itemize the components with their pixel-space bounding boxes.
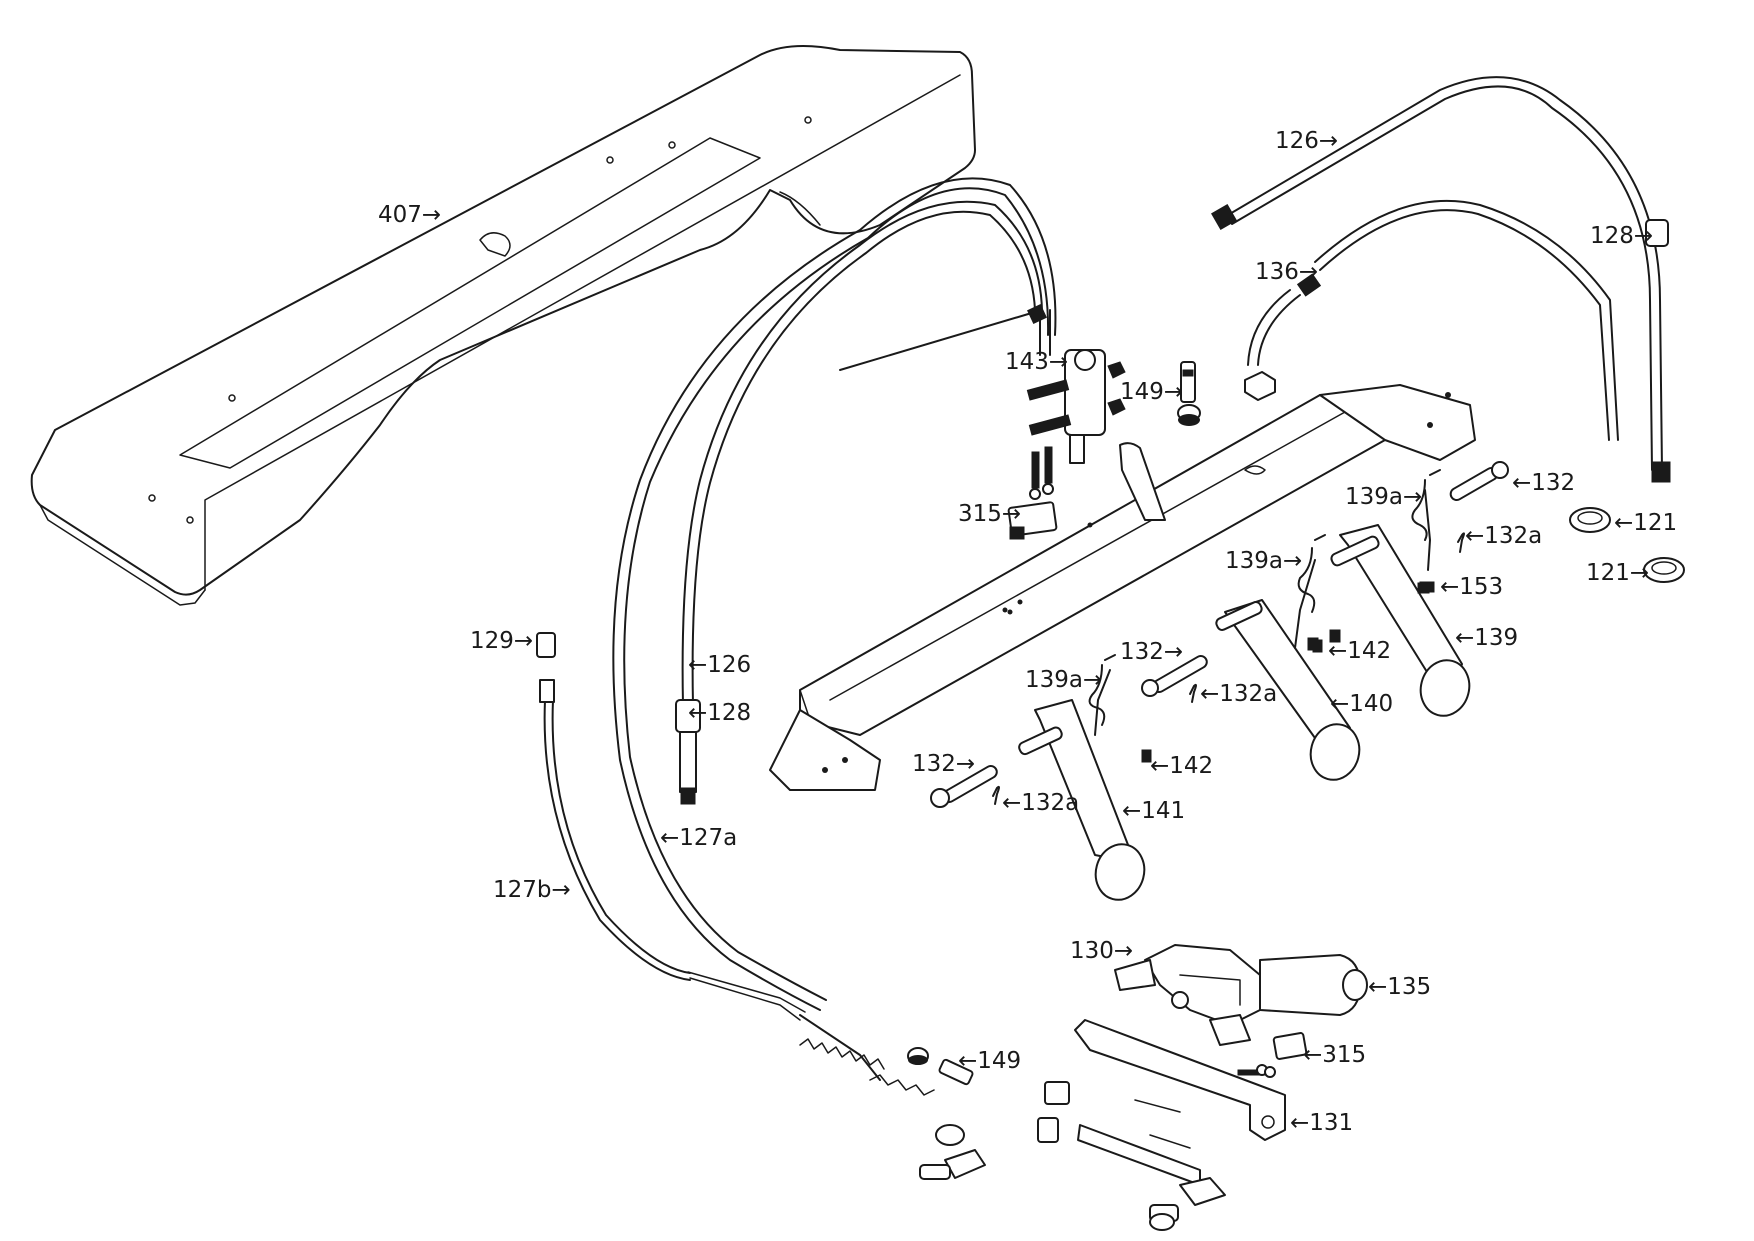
callout-139a-c: 139a→ <box>1025 667 1102 693</box>
clip-132a-b <box>1189 683 1197 703</box>
callout-139a-a: 139a→ <box>1345 484 1422 510</box>
pin-132-low <box>930 765 998 808</box>
grommet-121-b <box>1643 557 1685 583</box>
callout-135: ←135 <box>1368 974 1431 1000</box>
callout-132-right: ←132 <box>1512 470 1575 496</box>
callout-149-low: ←149 <box>958 1048 1021 1074</box>
clevis-lower-left <box>919 1149 986 1180</box>
callout-127a: ←127a <box>660 825 737 851</box>
beam-bracket <box>1119 442 1166 521</box>
pedal-140 <box>1215 559 1361 781</box>
part-135-handle <box>1259 954 1368 1016</box>
spring-assembly <box>799 1038 965 1146</box>
screw-142-a <box>1312 639 1323 653</box>
part-143 <box>1026 349 1126 464</box>
callout-128-right: 128→ <box>1590 223 1653 249</box>
callout-140: ←140 <box>1330 691 1393 717</box>
spring-139a-b <box>1297 534 1326 613</box>
callout-129: 129→ <box>470 628 533 654</box>
callout-143: 143→ <box>1005 349 1068 375</box>
callout-141: ←141 <box>1122 798 1185 824</box>
cable-end-left <box>679 731 697 793</box>
clip-132a-a <box>1457 532 1465 553</box>
cable-127a <box>612 177 1057 1011</box>
callout-136: 136→ <box>1255 259 1318 285</box>
callout-139a-b: 139a→ <box>1225 548 1302 574</box>
cable-136 <box>1244 199 1619 441</box>
bushing-129 <box>536 632 556 658</box>
callout-126-top: 126→ <box>1275 128 1338 154</box>
pin-132-mid <box>1141 655 1208 697</box>
callout-315-low: ←315 <box>1303 1042 1366 1068</box>
spring-139a-a <box>1411 469 1441 541</box>
spring-139a-c <box>1088 654 1116 726</box>
part-131-bracket <box>1037 1019 1286 1186</box>
part-149-top <box>1177 361 1201 426</box>
beam-left-plate <box>769 709 881 791</box>
callout-132a-a: ←132a <box>1465 523 1542 549</box>
callout-126-left: ←126 <box>688 652 751 678</box>
clevis-lower-right <box>1149 1177 1226 1231</box>
callout-407: 407→ <box>378 202 441 228</box>
clip-132a-c <box>992 785 1000 805</box>
beam-right-plate <box>1319 384 1476 461</box>
callout-149-top: 149→ <box>1120 379 1183 405</box>
part-130-lever <box>1114 944 1261 1046</box>
callout-128-left: ←128 <box>688 700 751 726</box>
nut-136 <box>1244 371 1276 401</box>
callout-121-a: ←121 <box>1614 510 1677 536</box>
callout-127b: 127b→ <box>493 877 571 903</box>
callout-131: ←131 <box>1290 1110 1353 1136</box>
cable-126-left <box>675 200 1043 805</box>
part-407-cover-panel <box>30 45 976 606</box>
part-315-low <box>1237 1032 1308 1078</box>
cable-126-right <box>1211 76 1671 483</box>
callout-132a-b: ←132a <box>1200 681 1277 707</box>
callout-142-a: ←142 <box>1328 638 1391 664</box>
pedal-beam <box>769 384 1476 791</box>
callout-132a-c: ←132a <box>1002 790 1079 816</box>
callouts: 407→ 126→ 128→ 136→ 143→ 149→ ←132 ←121 … <box>378 128 1677 1136</box>
part-149-low <box>907 1047 974 1086</box>
callout-132-low: 132→ <box>912 751 975 777</box>
cable-127b <box>536 632 881 1081</box>
callout-139: ←139 <box>1455 625 1518 651</box>
callout-315-top: 315→ <box>958 501 1021 527</box>
callout-121-b: 121→ <box>1586 560 1649 586</box>
part-315-top <box>1007 446 1058 540</box>
callout-130: 130→ <box>1070 938 1133 964</box>
cable-upper-rod <box>839 304 1051 371</box>
callout-142-b: ←142 <box>1150 753 1213 779</box>
pedal-141 <box>1018 669 1146 901</box>
screw-142-b <box>1141 749 1152 763</box>
screw-153 <box>1417 582 1430 594</box>
pedal-139 <box>1330 489 1471 717</box>
callout-132-mid: 132→ <box>1120 639 1183 665</box>
sleeve-128-right <box>1645 219 1669 247</box>
pin-132-right <box>1449 461 1509 501</box>
callout-153: ←153 <box>1440 574 1503 600</box>
grommet-121-a <box>1569 507 1611 533</box>
